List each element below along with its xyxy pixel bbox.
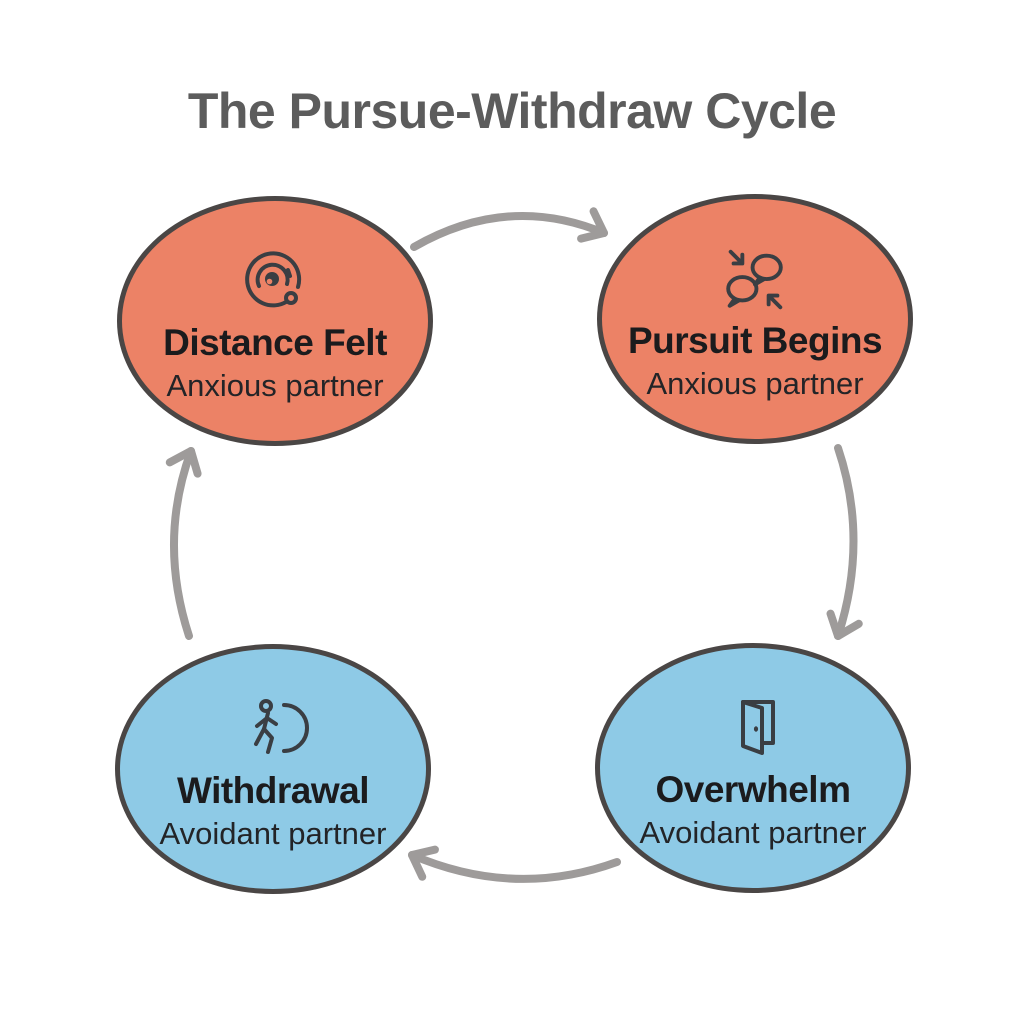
arrow-pursuit-to-overwhelm: [826, 444, 863, 640]
arrow-withdrawal-to-distance: [165, 447, 202, 640]
node-label: Distance Felt: [163, 321, 387, 363]
speech-bubbles-icon: [726, 249, 783, 309]
arrow-distance-to-pursuit: [410, 207, 608, 251]
page-title: The Pursue-Withdraw Cycle: [187, 83, 837, 139]
spiral-icon: [245, 251, 302, 308]
arrow-overwhelm-to-withdrawal: [408, 845, 621, 883]
node-pursuit-begins: Pursuit Begins Anxious partner: [597, 194, 913, 444]
node-label: Pursuit Begins: [627, 319, 883, 361]
open-door-icon: [741, 699, 775, 755]
node-overwhelm: Overwhelm Avoidant partner: [595, 643, 911, 893]
node-sublabel: Anxious partner: [646, 366, 864, 402]
node-label: Overwhelm: [655, 768, 851, 810]
node-sublabel: Avoidant partner: [639, 815, 867, 851]
node-label: Withdrawal: [176, 769, 370, 811]
node-sublabel: Avoidant partner: [159, 816, 387, 852]
node-distance-felt: Distance Felt Anxious partner: [117, 196, 433, 446]
node-sublabel: Anxious partner: [166, 368, 384, 404]
walking-person-icon: [254, 698, 309, 754]
node-withdrawal: Withdrawal Avoidant partner: [115, 644, 431, 894]
